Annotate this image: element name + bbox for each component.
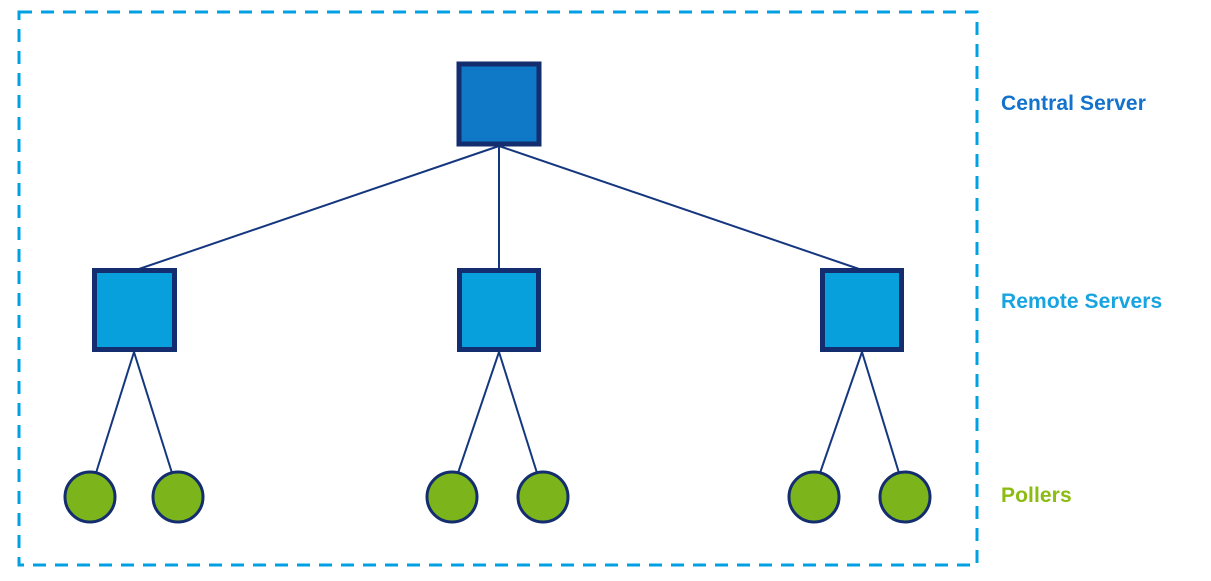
- node-poller-4[interactable]: [516, 470, 570, 524]
- node-poller-1[interactable]: [63, 470, 117, 524]
- connector-remote3-to-poller6: [861, 351, 900, 474]
- node-poller-2[interactable]: [151, 470, 205, 524]
- node-poller-3[interactable]: [425, 470, 479, 524]
- connector-remote2-to-poller3: [457, 351, 500, 474]
- connector-group-central-to-remote: [135, 145, 863, 271]
- connector-central-to-remote-3: [498, 145, 863, 271]
- tier-label-remote-servers: Remote Servers: [1001, 290, 1163, 313]
- connector-remote1-to-poller1: [95, 351, 135, 474]
- node-central-server[interactable]: [456, 61, 542, 147]
- node-remote-server-3[interactable]: [820, 268, 904, 352]
- node-poller-6[interactable]: [878, 470, 932, 524]
- node-remote-server-2[interactable]: [457, 268, 541, 352]
- connector-central-to-remote-1: [135, 145, 500, 271]
- boundary-dashed-rect: [17, 10, 979, 567]
- node-remote-server-1[interactable]: [92, 268, 177, 352]
- connector-group-remote-to-pollers: [95, 351, 900, 474]
- connector-remote2-to-poller4: [498, 351, 538, 474]
- tier-label-central-server: Central Server: [1001, 92, 1146, 115]
- connector-remote1-to-poller2: [133, 351, 173, 474]
- node-poller-5[interactable]: [787, 470, 841, 524]
- connector-remote3-to-poller5: [819, 351, 863, 474]
- tier-label-pollers: Pollers: [1001, 484, 1072, 507]
